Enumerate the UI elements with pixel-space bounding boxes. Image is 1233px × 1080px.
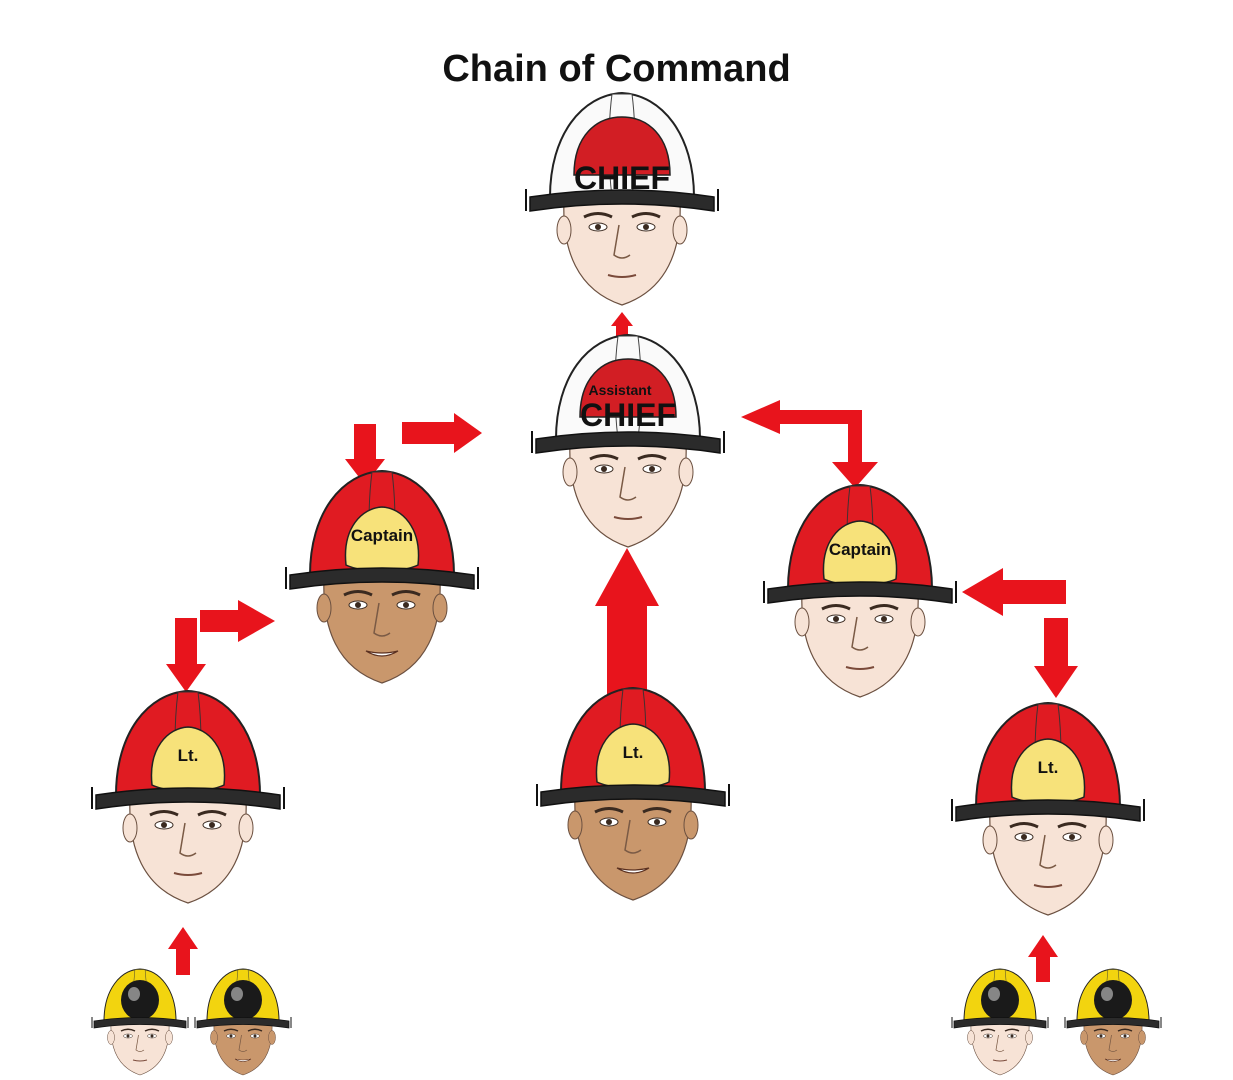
diagram-title: Chain of Command [442,48,791,90]
face [122,798,254,904]
face [1080,1022,1146,1076]
arrow-up-large [595,548,659,718]
face [967,1022,1033,1076]
rank-label: Lt. [178,746,199,765]
edge-firefighter-1-to-lt-left [168,927,198,975]
rank-label: CHIEF [574,160,670,196]
red-helmet [91,689,285,810]
arrow-left-cap [962,568,1066,616]
arrow-down [345,424,385,485]
red-helmet [536,686,730,807]
node-lt-right: Lt. [951,701,1145,916]
red-helmet [763,483,957,604]
face [556,200,688,306]
node-firefighter-1 [91,968,189,1076]
arrow-down-lt [166,618,206,692]
white-helmet [525,91,719,212]
face [107,1022,173,1076]
node-lt-center: Lt. [536,686,730,901]
arrow-elbow-right [741,400,878,488]
node-lt-left: Lt. [91,689,285,904]
yellow-helmet [194,968,292,1029]
red-helmet [951,701,1145,822]
nodes-layer: CHIEFAssistantCHIEFCaptainCaptainLt.Lt.L… [91,91,1162,1076]
face [316,578,448,684]
node-chief: CHIEF [525,91,719,306]
arrows-layer [166,312,1078,982]
rank-label: Lt. [623,743,644,762]
rank-label: Captain [351,526,413,545]
node-firefighter-4 [1064,968,1162,1076]
edge-captain-left-to-lt-left [166,600,275,692]
edge-assistant-chief-to-chief [611,312,633,338]
rank-label: Lt. [1038,758,1059,777]
arrow-up-ff-left [168,927,198,975]
rank-label: Captain [829,540,891,559]
edge-assistant-chief-to-captain-left [345,413,482,485]
node-captain-right: Captain [763,483,957,698]
node-firefighter-2 [194,968,292,1076]
edge-lt-center-to-assistant-chief [595,548,659,718]
red-helmet [285,469,479,590]
edge-assistant-chief-to-captain-right [741,400,878,488]
node-firefighter-3 [951,968,1049,1076]
white-helmet [531,333,725,454]
edge-captain-right-to-lt-right [962,568,1078,698]
yellow-helmet [1064,968,1162,1029]
arrow-up-ff-right [1028,935,1058,982]
face [567,795,699,901]
arrow-right [402,413,482,453]
rank-small-label: Assistant [588,382,651,398]
face [982,810,1114,916]
arrow-up-small [611,312,633,338]
yellow-helmet [951,968,1049,1029]
edge-firefighter-3-to-lt-right [1028,935,1058,982]
rank-label: CHIEF [580,397,676,433]
node-captain-left: Captain [285,469,479,684]
face [210,1022,276,1076]
face [794,592,926,698]
yellow-helmet [91,968,189,1029]
face [562,442,694,548]
arrow-down-lt-right [1034,618,1078,698]
arrow-right-lt [200,600,275,642]
